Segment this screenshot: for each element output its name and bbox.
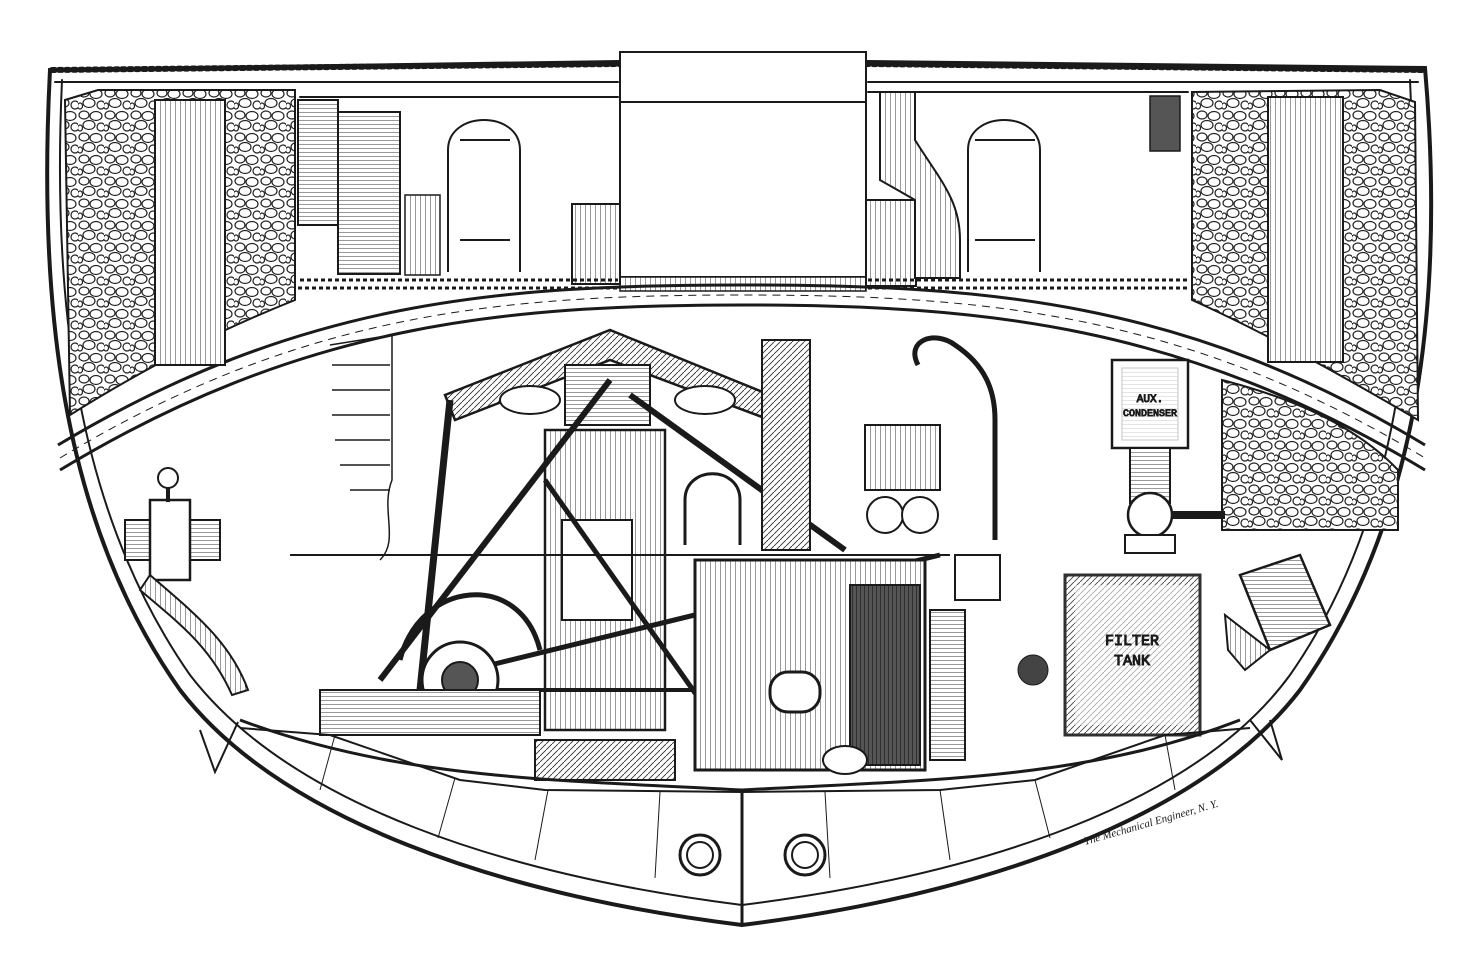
casing-trunk <box>619 101 867 278</box>
filter-tank-label-2: TANK <box>1114 653 1150 670</box>
aux-condenser-label-2: CONDENSER <box>1123 409 1177 420</box>
cabin-right <box>868 91 1188 282</box>
bunker-bulkhead-left <box>154 99 226 366</box>
sea-valve-left <box>124 467 250 697</box>
sea-valve-right <box>1223 553 1332 672</box>
cabin-door-left <box>447 119 521 272</box>
discharge-pipe <box>138 573 250 697</box>
dynamo <box>337 111 401 275</box>
coal-bunker-lower-right <box>1221 378 1399 531</box>
ladder <box>329 334 393 561</box>
intake-pipe <box>912 335 998 540</box>
aux-condenser: AUX. CONDENSER <box>1110 358 1225 554</box>
upper-deck <box>49 61 1425 73</box>
exhaust-elbow <box>683 472 742 545</box>
cabin-door-right <box>967 119 1041 272</box>
engine-column <box>761 339 811 551</box>
aux-condenser-label-1: AUX. <box>1137 394 1163 406</box>
hatch-coaming <box>619 51 867 103</box>
valve-gear <box>864 335 1001 601</box>
main-engine <box>290 328 950 781</box>
cabin-left <box>297 99 618 282</box>
keel <box>199 719 1283 775</box>
manhole-right <box>783 833 827 877</box>
manhole-left <box>678 833 722 877</box>
protective-deck <box>57 283 1426 472</box>
filter-tank-label-1: FILTER <box>1105 633 1159 650</box>
coal-bunker-upper-right <box>1191 88 1420 422</box>
filter-tank: FILTER TANK <box>1017 573 1202 737</box>
main-condenser <box>693 558 966 775</box>
coal-bunker-upper-left <box>63 89 296 417</box>
double-bottom <box>199 718 1283 925</box>
porthole-lamp <box>1017 654 1049 686</box>
bunker-bulkhead-right <box>1267 96 1344 363</box>
flywheel <box>397 592 543 661</box>
central-casing <box>571 51 917 292</box>
condenser-manhole <box>768 670 822 714</box>
